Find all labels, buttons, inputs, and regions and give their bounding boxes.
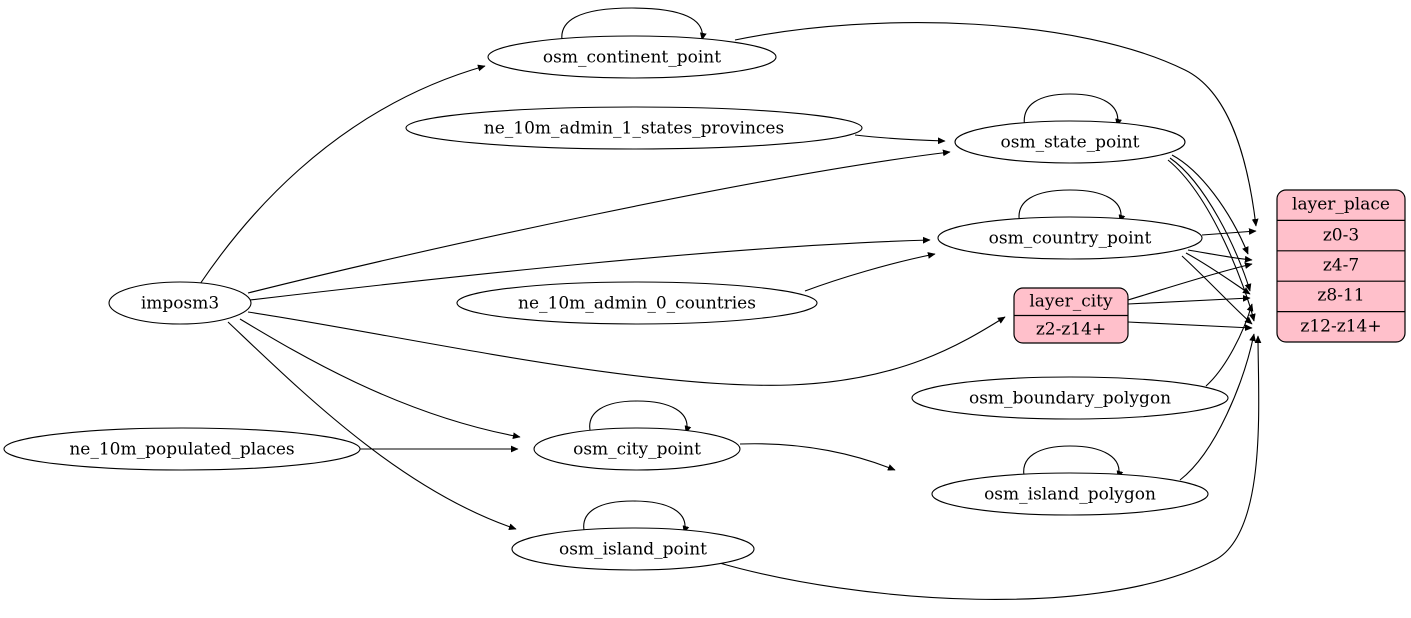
self-loop-osm_state_point xyxy=(1023,93,1122,129)
node-label-osm_continent_point: osm_continent_point xyxy=(543,48,721,68)
edge-osm_state_point-layer_place-z8-11 xyxy=(1169,157,1252,292)
node-label-imposm3: imposm3 xyxy=(141,294,219,314)
record-row-layer_place-z12-z14plus[interactable]: z12-z14+ xyxy=(1300,317,1381,337)
node-osm_island_point[interactable]: osm_island_point xyxy=(511,527,755,571)
node-osm_city_point[interactable]: osm_city_point xyxy=(533,427,741,471)
edge-imposm3-layer_city xyxy=(247,311,1006,386)
edge-osm_continent_point-layer_place-z0-3 xyxy=(734,22,1259,227)
edge-imposm3-osm_country_point xyxy=(249,236,931,301)
records-layer: layer_city z2-z14+ layer_place z0-3 z4-7… xyxy=(1013,189,1406,344)
self-loop-osm_city_point xyxy=(589,400,692,436)
edge-layer_city-layer_place-z4-7 xyxy=(1127,262,1253,301)
node-ne_10m_admin_1_states_provinces[interactable]: ne_10m_admin_1_states_provinces xyxy=(405,106,863,150)
edge-osm_country_point-layer_place-z8-11 xyxy=(1185,252,1251,295)
edge-osm_country_point-layer_place-z0-3 xyxy=(1201,228,1257,236)
record-layer_place[interactable]: layer_place z0-3 z4-7 z8-11 z12-z14+ xyxy=(1276,189,1406,343)
nodes-layer: imposm3 ne_10m_populated_places osm_cont… xyxy=(3,35,1229,571)
edge-imposm3-osm_state_point xyxy=(247,149,951,294)
node-label-osm_island_point: osm_island_point xyxy=(559,540,707,560)
record-row-layer_place-z8-11[interactable]: z8-11 xyxy=(1317,286,1364,306)
node-osm_continent_point[interactable]: osm_continent_point xyxy=(487,35,777,79)
record-row-layer_city-z2-z14plus[interactable]: z2-z14+ xyxy=(1036,320,1106,340)
edge-osm_state_point-layer_place-z4-7 xyxy=(1171,154,1249,255)
node-label-osm_island_polygon: osm_island_polygon xyxy=(984,485,1156,505)
node-label-ne_10m_admin_1_states_provinces: ne_10m_admin_1_states_provinces xyxy=(484,119,784,139)
self-loop-osm_continent_point xyxy=(561,7,707,46)
node-osm_state_point[interactable]: osm_state_point xyxy=(954,120,1186,164)
edge-imposm3-osm_city_point xyxy=(239,318,521,440)
node-osm_boundary_polygon[interactable]: osm_boundary_polygon xyxy=(911,376,1229,420)
node-imposm3[interactable]: imposm3 xyxy=(108,281,252,325)
node-label-osm_boundary_polygon: osm_boundary_polygon xyxy=(969,389,1171,409)
record-row-layer_place-z0-3[interactable]: z0-3 xyxy=(1323,226,1359,246)
edge-osm_city_point-osm_island_polygon xyxy=(739,443,896,471)
edge-layer_city-layer_place-z8-11 xyxy=(1127,294,1251,305)
edge-osm_island_point-layer_place-z12-z14plus xyxy=(715,335,1262,600)
node-label-osm_state_point: osm_state_point xyxy=(1001,133,1140,153)
edge-layer_city-layer_place-z12-z14plus xyxy=(1127,321,1253,332)
record-layer_city[interactable]: layer_city z2-z14+ xyxy=(1013,287,1129,344)
edge-osm_country_point-layer_place-z4-7 xyxy=(1187,249,1253,263)
edge-osm_boundary_polygon-layer_place-z8-11 xyxy=(1205,303,1254,387)
edges-layer xyxy=(199,7,1262,600)
self-loop-osm_country_point xyxy=(1018,189,1126,225)
edge-ne_10m_admin_1_states_provinces-osm_state_point xyxy=(854,134,946,145)
edge-imposm3-osm_island_point xyxy=(227,321,517,530)
node-label-osm_city_point: osm_city_point xyxy=(573,440,701,460)
node-osm_island_polygon[interactable]: osm_island_polygon xyxy=(931,472,1209,516)
edge-ne_10m_admin_0_countries-osm_country_point xyxy=(804,252,936,292)
node-ne_10m_admin_0_countries[interactable]: ne_10m_admin_0_countries xyxy=(456,281,818,325)
edge-imposm3-osm_continent_point xyxy=(199,64,486,285)
record-row-layer_city-title: layer_city xyxy=(1029,292,1113,312)
self-loop-osm_island_polygon xyxy=(1023,445,1124,481)
node-osm_country_point[interactable]: osm_country_point xyxy=(937,216,1203,260)
node-label-osm_country_point: osm_country_point xyxy=(989,229,1152,249)
edge-osm_country_point-layer_place-z12-z14plus xyxy=(1181,255,1253,325)
self-loop-osm_island_point xyxy=(583,500,690,536)
node-label-ne_10m_populated_places: ne_10m_populated_places xyxy=(69,440,294,460)
record-row-layer_place-z4-7[interactable]: z4-7 xyxy=(1323,256,1359,276)
node-label-ne_10m_admin_0_countries: ne_10m_admin_0_countries xyxy=(518,294,756,314)
record-row-layer_place-title: layer_place xyxy=(1292,195,1390,215)
node-ne_10m_populated_places[interactable]: ne_10m_populated_places xyxy=(3,427,361,471)
edge-osm_island_polygon-layer_place-z12-z14plus xyxy=(1179,333,1256,481)
